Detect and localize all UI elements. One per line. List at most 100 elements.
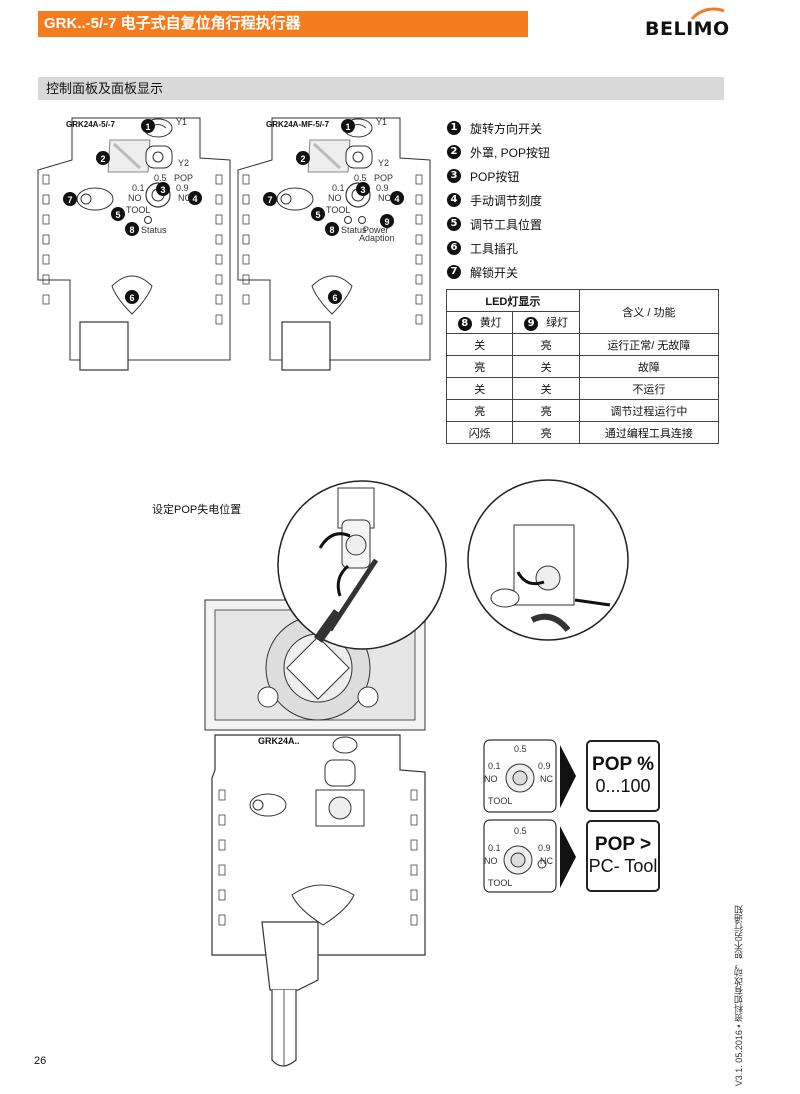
pop-tool-sub: PC- Tool [588,856,658,876]
meaning: 通过编程工具连接 [578,421,720,444]
number-badge: 9 [524,317,539,331]
dial-panel-percent [483,739,576,813]
status-label-left: Status [141,225,167,235]
scale-09-dial1: 0.9 [538,761,551,771]
svg-text:9: 9 [384,217,389,227]
svg-text:1: 1 [345,122,350,132]
led-group-header: LED灯显示 [446,289,580,312]
svg-text:3: 3 [360,185,365,195]
scale-09-right: 0.9 [376,183,389,193]
legend-label: 旋转方向开关 [470,121,543,136]
scale-no-left: NO [128,193,142,203]
yellow-state: 亮 [445,399,514,422]
svg-text:8: 8 [329,225,334,235]
scale-05-dial1: 0.5 [514,744,527,754]
yellow-state: 亮 [445,355,514,378]
pop-label-left: POP [174,173,194,183]
table-row: 亮亮调节过程运行中 [445,399,720,422]
svg-text:6: 6 [129,293,134,303]
green-state: 关 [512,377,580,400]
meaning: 故障 [578,355,720,378]
scale-no-right: NO [328,193,342,203]
scale-01-dial1: 0.1 [488,761,501,771]
svg-text:6: 6 [332,293,337,303]
meaning: 不运行 [578,377,720,400]
scale-01-right: 0.1 [332,183,345,193]
number-badge: 5 [447,217,461,231]
svg-text:5: 5 [115,210,120,220]
meaning-header: 含义 / 功能 [578,289,720,334]
scale-no-dial1: NO [484,774,498,784]
legend-label: 手动调节刻度 [470,193,543,208]
meaning: 运行正常/ 无故障 [578,333,720,356]
pop-percent-box: POP % 0...100 [586,740,660,812]
svg-text:4: 4 [192,194,197,204]
scale-05-left: 0.5 [154,173,167,183]
y2-left: Y2 [178,158,190,168]
table-row: 关关不运行 [445,377,720,400]
legend-item: 3 POP按钮 [447,164,550,188]
dial-panel-tool [483,819,576,893]
svg-text:2: 2 [300,154,305,164]
pop-label-right: POP [374,173,394,183]
pop-percent-title: POP % [592,754,654,775]
version-note: V3.1. 05.2016 • 资料如有改动，恕不另行通知 [734,905,744,1087]
legend-label: 工具插孔 [470,241,519,256]
scale-nc-dial1: NC [540,774,553,784]
table-row: 闪烁亮通过编程工具连接 [445,421,720,444]
status-label-right: Status [341,225,367,235]
legend-label: POP按钮 [470,169,520,184]
green-state: 关 [512,355,580,378]
pop-tool-box: POP > PC- Tool [586,820,660,892]
table-row: 关亮运行正常/ 无故障 [445,333,720,356]
scale-01-dial2: 0.1 [488,843,501,853]
yellow-state: 闪烁 [445,421,514,444]
legend-label: 解锁开关 [470,265,519,280]
meaning: 调节过程运行中 [578,399,720,422]
number-badge: 2 [447,145,461,159]
zoom-detail-tool-insert [277,480,447,650]
setup-caption: 设定POP失电位置 [152,504,242,516]
number-badge: 4 [447,193,461,207]
scale-01-left: 0.1 [132,183,145,193]
scale-tool-dial2: TOOL [488,878,513,888]
svg-text:3: 3 [160,185,165,195]
model-label-right: GRK24A-MF-5/-7 [266,120,330,129]
svg-text:2: 2 [100,154,105,164]
number-badge: 3 [447,169,461,183]
adaption-label-right: Adaption [359,233,395,243]
legend-item: 4 手动调节刻度 [447,188,550,212]
brand-logo: BELIMO [645,18,730,40]
scale-09-left: 0.9 [176,183,189,193]
svg-text:4: 4 [394,194,399,204]
legend-label: 调节工具位置 [470,217,543,232]
svg-text:5: 5 [315,210,320,220]
y2-right: Y2 [378,158,390,168]
scale-nc-left: NC [178,193,191,203]
scale-no-dial2: NO [484,856,498,866]
scale-09-dial2: 0.9 [538,843,551,853]
svg-text:7: 7 [67,195,72,205]
page-number: 26 [34,1055,47,1067]
power-label-right: Power [363,225,389,235]
svg-text:7: 7 [267,195,272,205]
section-title: 控制面板及面板显示 [38,77,724,100]
actuator-panel-right: 1 2 3 4 5 7 8 9 6 [237,117,431,371]
zoom-detail-tool-turn [467,479,629,641]
svg-text:8: 8 [129,225,134,235]
y1-right: Y1 [376,117,388,127]
number-badge: 6 [447,241,461,255]
actuator-panel-left: 1 2 3 4 5 7 8 6 [37,117,231,371]
actuator-assembly-large [204,599,426,1067]
scale-tool-right: TOOL [326,205,351,215]
belimo-logo-swoosh [690,7,725,21]
legend-item: 2 外罩, POP按钮 [447,140,550,164]
legend-item: 6 工具插孔 [447,236,550,260]
green-state: 亮 [512,421,580,444]
legend-label: 外罩, POP按钮 [470,145,551,160]
